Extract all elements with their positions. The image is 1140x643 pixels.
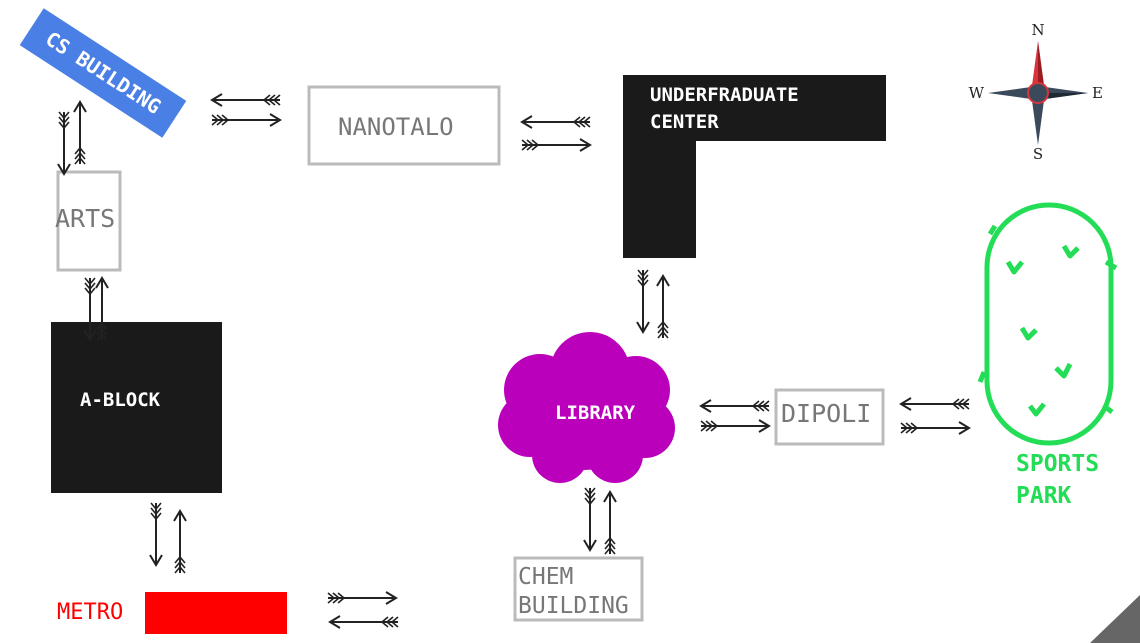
a-block-label: A-BLOCK bbox=[80, 389, 161, 411]
nanotalo-label: NANOTALO bbox=[338, 113, 454, 141]
metro-label: METRO bbox=[57, 600, 124, 625]
arts-box bbox=[56, 170, 122, 272]
undergraduate-center-label-line1: UNDERFRADUATE bbox=[650, 84, 799, 106]
compass-west-label: W bbox=[969, 84, 985, 102]
arrows-dipoli-sports bbox=[900, 397, 970, 435]
arrows-ugc-library bbox=[636, 269, 670, 339]
cs-building-shape bbox=[19, 8, 187, 138]
a-block-shape bbox=[51, 322, 222, 493]
arrows-metro-chem bbox=[327, 591, 399, 629]
arrows-cs-nanotalo bbox=[211, 93, 281, 127]
metro-shape bbox=[145, 592, 287, 634]
chem-building-label-line1: CHEM bbox=[518, 564, 574, 590]
compass-east-label: E bbox=[1092, 84, 1103, 102]
cs-building bbox=[19, 8, 187, 138]
undergraduate-center-shape bbox=[623, 75, 886, 258]
compass-south-label: S bbox=[1033, 145, 1043, 163]
dipoli-label: DIPOLI bbox=[781, 399, 872, 428]
arrows-library-dipoli bbox=[700, 399, 770, 433]
compass-north-label: N bbox=[1031, 21, 1044, 39]
arrows-ablock-metro bbox=[149, 502, 187, 574]
sports-park-track bbox=[984, 202, 1114, 446]
compass-needle-west bbox=[988, 86, 1038, 100]
library-cloud bbox=[498, 332, 675, 483]
compass-rose: N S E W bbox=[969, 21, 1103, 163]
undergraduate-center-label-line2: CENTER bbox=[650, 111, 719, 133]
compass-needle-south bbox=[1031, 93, 1045, 145]
arrows-library-chem bbox=[583, 487, 617, 555]
library-label: LIBRARY bbox=[555, 402, 636, 424]
arrows-nanotalo-ugc bbox=[521, 115, 591, 152]
compass-hub bbox=[1027, 82, 1049, 104]
dipoli-box bbox=[774, 388, 885, 446]
corner-triangle bbox=[1090, 595, 1140, 643]
sports-park bbox=[977, 202, 1118, 446]
chem-building-label-line2: BUILDING bbox=[518, 593, 629, 619]
sports-park-label-line2: PARK bbox=[1016, 483, 1072, 509]
nanotalo-box bbox=[307, 85, 501, 166]
arts-label: ARTS bbox=[55, 204, 116, 233]
sports-park-label-line1: SPORTS bbox=[1016, 451, 1100, 477]
arrows-cs-arts bbox=[57, 101, 87, 175]
chem-building-box bbox=[513, 556, 644, 622]
